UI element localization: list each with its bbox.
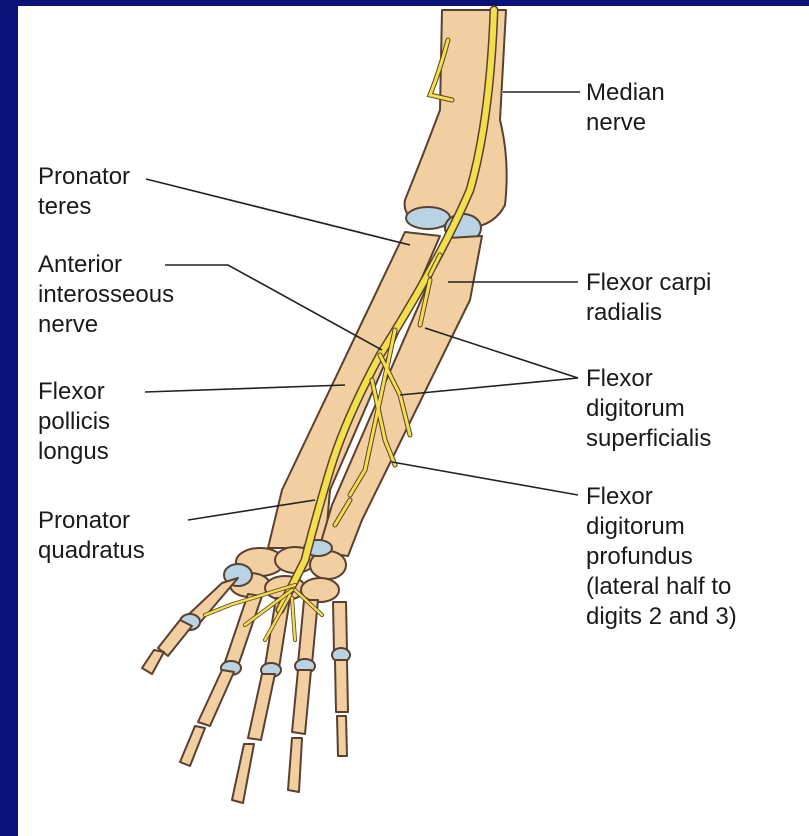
leader-fds-upper: [425, 328, 578, 378]
elbow-cartilage-left: [406, 207, 450, 229]
label-flexor-digitorum-superficialis: Flexor digitorum superficialis: [586, 364, 711, 454]
label-line: superficialis: [586, 424, 711, 454]
label-line: (lateral half to: [586, 572, 737, 602]
label-pronator-quadratus: Pronator quadratus: [38, 506, 145, 566]
label-line: pollicis: [38, 407, 110, 437]
little-finger-bones: [332, 602, 350, 756]
label-flexor-digitorum-profundus: Flexor digitorum profundus (lateral half…: [586, 482, 737, 632]
label-line: nerve: [38, 310, 174, 340]
label-line: digitorum: [586, 512, 737, 542]
label-line: Flexor: [38, 377, 110, 407]
label-flexor-carpi-radialis: Flexor carpi radialis: [586, 268, 711, 328]
label-line: Flexor carpi: [586, 268, 711, 298]
leader-fdp: [392, 462, 578, 495]
label-pronator-teres: Pronator teres: [38, 162, 130, 222]
label-line: Anterior: [38, 250, 174, 280]
label-line: digits 2 and 3): [586, 602, 737, 632]
label-line: Flexor: [586, 482, 737, 512]
label-line: digitorum: [586, 394, 711, 424]
label-line: Flexor: [586, 364, 711, 394]
label-line: interosseous: [38, 280, 174, 310]
label-line: nerve: [586, 108, 665, 138]
label-line: longus: [38, 437, 110, 467]
leader-fpl: [145, 385, 345, 392]
label-anterior-interosseous-nerve: Anterior interosseous nerve: [38, 250, 174, 340]
leader-pronator-teres: [146, 179, 410, 245]
leader-anterior-interosseous: [165, 265, 382, 350]
thumb-bones: [142, 578, 238, 674]
label-flexor-pollicis-longus: Flexor pollicis longus: [38, 377, 110, 467]
label-line: Pronator: [38, 506, 145, 536]
label-line: Pronator: [38, 162, 130, 192]
arm-skeleton: [142, 10, 507, 803]
label-line: radialis: [586, 298, 711, 328]
label-line: teres: [38, 192, 130, 222]
label-line: Median: [586, 78, 665, 108]
label-line: quadratus: [38, 536, 145, 566]
label-median-nerve: Median nerve: [586, 78, 665, 138]
label-line: profundus: [586, 542, 737, 572]
